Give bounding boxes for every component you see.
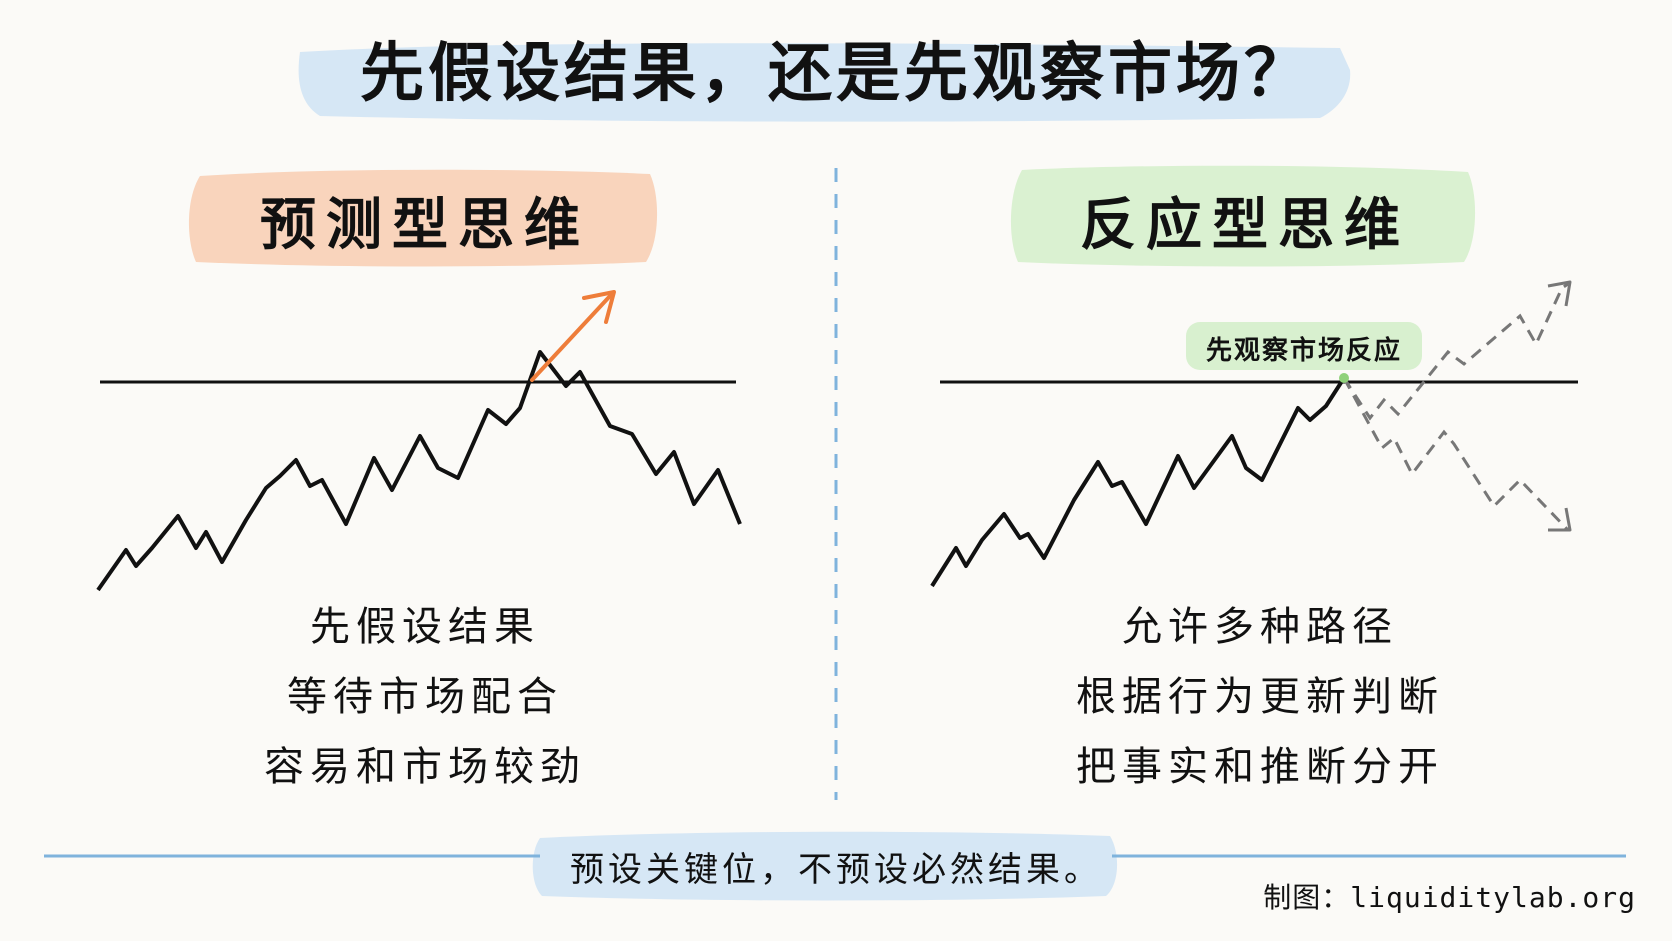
page-title: 先假设结果，还是先观察市场？ bbox=[360, 37, 1312, 111]
right-heading: 反应型思维 bbox=[1080, 193, 1410, 258]
right-bullet-1: 允许多种路径 bbox=[1122, 604, 1398, 650]
tag-highlight bbox=[1186, 322, 1422, 370]
left-price-path bbox=[96, 350, 742, 592]
title-highlight bbox=[298, 43, 1351, 122]
reaction-point-marker bbox=[1339, 373, 1349, 383]
left-bullet-1: 先假设结果 bbox=[310, 604, 540, 650]
right-heading-highlight bbox=[1010, 165, 1476, 267]
left-heading-highlight bbox=[188, 169, 658, 267]
right-price-path bbox=[930, 376, 1346, 588]
right-dashed-path-down bbox=[1342, 377, 1570, 532]
footer-note: 预设关键位，不预设必然结果。 bbox=[570, 850, 1102, 890]
left-heading: 预测型思维 bbox=[260, 193, 590, 258]
right-bullet-3: 把事实和推断分开 bbox=[1076, 744, 1444, 790]
right-dashed-arrowhead-up bbox=[1547, 280, 1572, 307]
right-tag: 先观察市场反应 bbox=[1205, 336, 1402, 366]
footer-highlight bbox=[532, 831, 1118, 901]
right-bullet-2: 根据行为更新判断 bbox=[1076, 674, 1444, 720]
forecast-arrow bbox=[530, 294, 612, 382]
left-bullet-2: 等待市场配合 bbox=[287, 674, 563, 720]
left-bullet-3: 容易和市场较劲 bbox=[264, 744, 586, 790]
right-dashed-arrowhead-down bbox=[1548, 507, 1572, 532]
right-bullets: 允许多种路径 根据行为更新判断 把事实和推断分开 bbox=[1020, 592, 1500, 802]
credit-line: 制图：liquiditylab.org bbox=[1263, 881, 1636, 914]
forecast-arrowhead bbox=[582, 290, 616, 324]
left-bullets: 先假设结果 等待市场配合 容易和市场较劲 bbox=[200, 592, 650, 802]
right-dashed-path-up bbox=[1342, 282, 1569, 421]
